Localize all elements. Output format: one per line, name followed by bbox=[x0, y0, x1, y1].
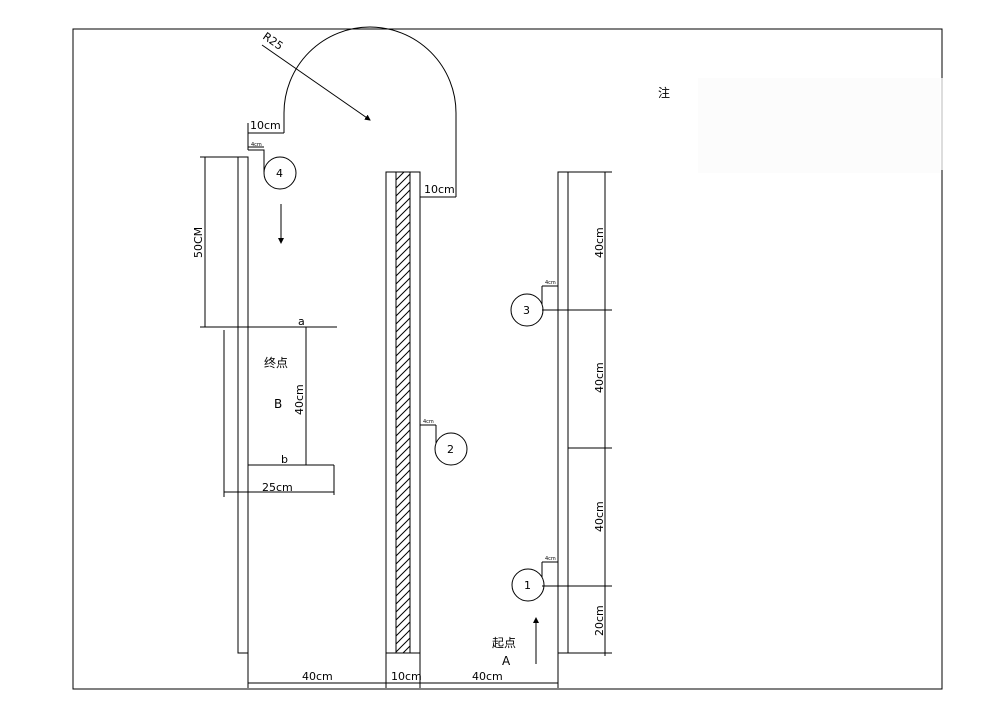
dim-left-25: 25cm bbox=[262, 481, 293, 494]
point-a: a bbox=[298, 315, 305, 328]
marker-4-label: 4 bbox=[276, 167, 283, 180]
note-box bbox=[698, 78, 940, 173]
note-label: 注 bbox=[658, 85, 670, 100]
dim-top-10: 10cm bbox=[250, 119, 281, 132]
end-point-letter: B bbox=[274, 397, 282, 411]
dim-mid-4: 4cm bbox=[423, 419, 434, 425]
dim-bottom-right-40: 40cm bbox=[472, 670, 503, 683]
marker-2-circle bbox=[434, 432, 468, 466]
radius-label: R25 bbox=[260, 30, 285, 53]
dim-right-20: 20cm bbox=[593, 605, 606, 636]
hatched-wall bbox=[395, 171, 411, 654]
marker-3-label: 3 bbox=[523, 304, 530, 317]
dim-arc-right-10: 10cm bbox=[424, 183, 455, 196]
dim-right-4-low: 4cm bbox=[545, 556, 556, 562]
radius-leader bbox=[261, 44, 371, 121]
left-pole bbox=[237, 156, 249, 654]
start-point-label: 起点 bbox=[492, 636, 516, 650]
dim-bottom-mid-10: 10cm bbox=[391, 670, 422, 683]
point-b: b bbox=[281, 453, 288, 466]
dim-right-4-top: 4cm bbox=[545, 280, 556, 286]
curve-arc bbox=[283, 26, 457, 197]
dim-right-40-top: 40cm bbox=[593, 227, 606, 258]
marker-1-circle bbox=[511, 568, 545, 602]
dim-right-40-mid: 40cm bbox=[593, 362, 606, 393]
marker-1-label: 1 bbox=[524, 579, 531, 592]
middle-pole-left bbox=[385, 171, 397, 654]
dim-top-4: 4cm bbox=[251, 142, 262, 148]
middle-pole-right bbox=[409, 171, 421, 654]
dim-bottom-left-40: 40cm bbox=[302, 670, 333, 683]
dim-left-40: 40cm bbox=[293, 384, 306, 415]
drawing-frame bbox=[72, 28, 943, 690]
right-pole bbox=[557, 171, 569, 654]
marker-4-circle bbox=[263, 156, 297, 190]
end-point-label: 终点 bbox=[264, 355, 288, 370]
start-point-letter: A bbox=[502, 654, 511, 668]
dim-left-50: 50CM bbox=[192, 227, 205, 258]
dim-right-40-low: 40cm bbox=[593, 501, 606, 532]
marker-2-label: 2 bbox=[447, 443, 454, 456]
